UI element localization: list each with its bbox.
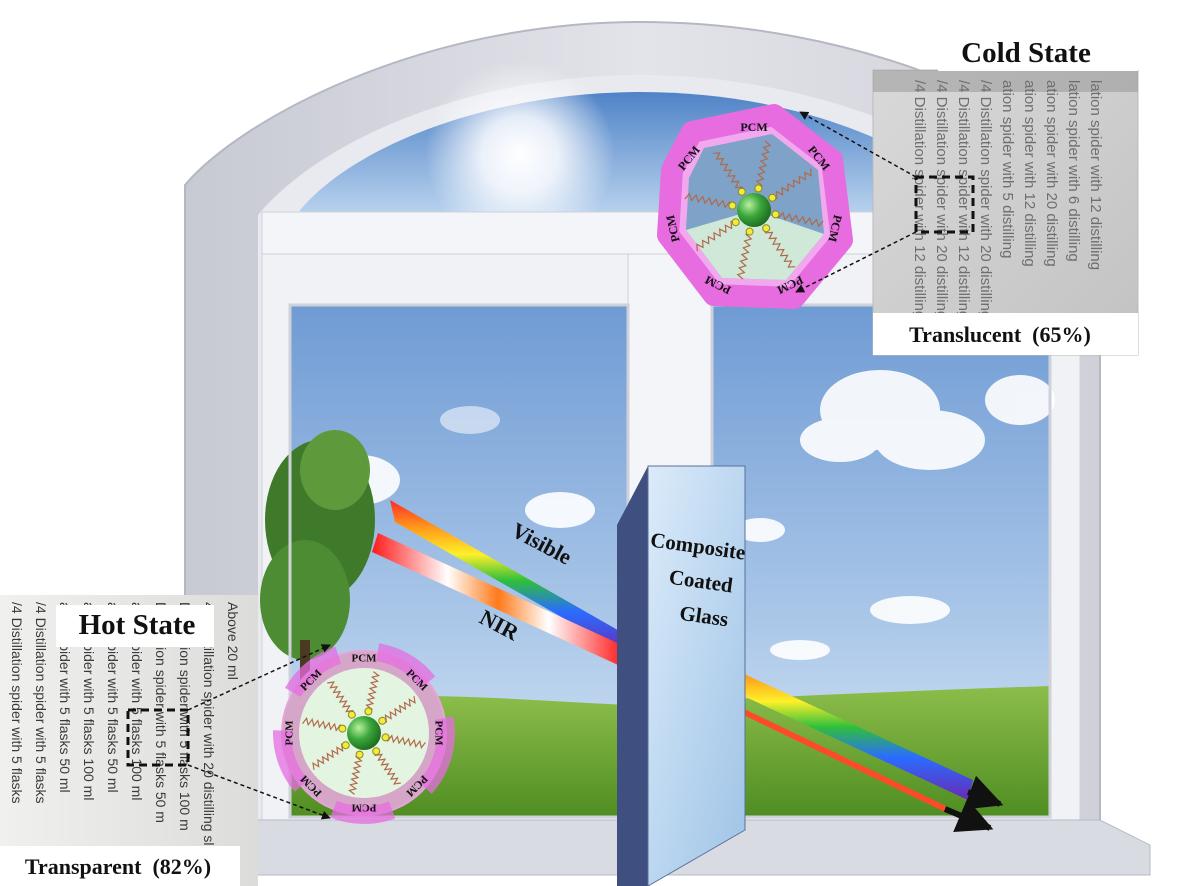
ligand-bead xyxy=(737,187,746,196)
ligand-chain xyxy=(775,211,824,228)
photo-text-line: ation spider with 5 flasks 50 ml xyxy=(105,602,121,793)
ligand-chain xyxy=(302,716,343,732)
visible-ray-outgoing xyxy=(683,648,1004,810)
photo-text-line: /4 Distillation spider with 12 distillin… xyxy=(911,80,928,319)
ligand-bead xyxy=(762,224,771,233)
ligand-bead xyxy=(372,747,381,756)
nir-ray-incoming xyxy=(372,533,624,665)
photo-text-line: /4 Distillation spider with 5 flasks xyxy=(9,602,25,804)
cold-zoom-leader-bottom xyxy=(795,231,917,293)
cold-state-caption: Translucent (65%) xyxy=(909,322,1091,347)
pcm-label: PCM xyxy=(432,720,444,746)
photo-text-line: /4 Distillation spider with 20 distillin… xyxy=(977,80,994,319)
ligand-chain xyxy=(374,751,401,785)
ligand-chain xyxy=(347,754,363,795)
ligand-chain xyxy=(772,168,812,200)
ligand-bead xyxy=(338,724,347,733)
hot-state-photo: /4 Distillation spider with 5 flasks/4 D… xyxy=(0,595,258,886)
ligand-chain xyxy=(696,220,736,252)
photo-text-line: lation spider with 6 distilling xyxy=(1065,80,1082,262)
ligand-bead xyxy=(347,710,356,719)
ligand-chain xyxy=(385,734,426,750)
hot-zoom-leader-top xyxy=(187,644,331,711)
pcm-label: PCM xyxy=(284,720,296,746)
photo-text-line: Above 20 ml xyxy=(225,602,241,680)
ligand-chain xyxy=(755,140,772,189)
ligand-bead xyxy=(745,227,754,236)
ligand-chain xyxy=(764,228,796,268)
photo-text-line: /4 Distillation spider with 5 flasks xyxy=(33,602,49,804)
composite-coated-glass xyxy=(617,465,746,886)
pcm-label: PCM xyxy=(825,214,845,244)
photo-text-line: lation spider with 12 distilling xyxy=(1087,80,1104,270)
ligand-bead xyxy=(768,193,777,202)
photo-text-line: /4 Distillation spider with 20 distillin… xyxy=(933,80,950,319)
photo-text-line: ation spider with 5 flasks 100 ml xyxy=(81,602,97,800)
photo-text-line: 4U Distillation spider with 20 distillin… xyxy=(201,602,217,883)
ligand-chain xyxy=(312,743,346,770)
hot-zoom-box xyxy=(126,708,190,767)
photo-text-line: ation spider with 5 flasks 50 ml xyxy=(57,602,73,793)
cold-zoom-leader-top xyxy=(799,111,917,178)
ligand-bead xyxy=(771,210,780,219)
ligand-bead xyxy=(355,750,364,759)
photo-text-line: ation spider with 5 flasks 100 ml xyxy=(129,602,145,800)
photo-text-line: /4 Distillation spider with 12 distillin… xyxy=(955,80,972,319)
photo-text-line: Distillation spider with 5 flasks 100 m xyxy=(177,602,193,831)
ligand-bead xyxy=(378,716,387,725)
photo-text-line: ation spider with 12 distilling xyxy=(1021,80,1038,267)
photo-text-line: Distillation spider with 5 flasks 50 m xyxy=(153,602,169,823)
cold-zoom-box xyxy=(914,175,975,234)
clouds xyxy=(320,370,1055,660)
pcm-label: PCM xyxy=(351,653,377,665)
ligand-chain xyxy=(736,231,753,280)
cold-state-photo: /4 Distillation spider with 12 distillin… xyxy=(872,35,1139,356)
sun xyxy=(425,60,615,250)
hot-state-caption: Transparent (82%) xyxy=(25,854,211,879)
ligand-bead xyxy=(728,201,737,210)
pcm-label: PCM xyxy=(351,801,377,813)
photo-text-line: ation spider with 5 distilling xyxy=(999,80,1016,258)
hot-state-title: Hot State xyxy=(79,609,196,641)
ligand-bead xyxy=(381,733,390,742)
hot-zoom-leader-bottom xyxy=(187,764,331,820)
tree xyxy=(260,430,375,710)
ligand-bead xyxy=(341,741,350,750)
ligand-chain xyxy=(327,681,354,715)
ligand-chain xyxy=(382,696,416,723)
cold-state-title: Cold State xyxy=(961,37,1091,69)
visible-ray-incoming xyxy=(390,500,628,655)
ligand-bead xyxy=(364,707,373,716)
pcm-label: PCM xyxy=(740,120,767,134)
nir-ray-outgoing xyxy=(679,678,994,832)
ligand-bead xyxy=(754,184,763,193)
photo-text-line: ation spider with 20 distilling xyxy=(1043,80,1060,267)
ligand-chain xyxy=(684,192,733,209)
pcm-label: PCM xyxy=(663,214,683,244)
ligand-bead xyxy=(731,218,740,227)
ligand-chain xyxy=(365,671,381,712)
ligand-chain xyxy=(712,152,744,192)
